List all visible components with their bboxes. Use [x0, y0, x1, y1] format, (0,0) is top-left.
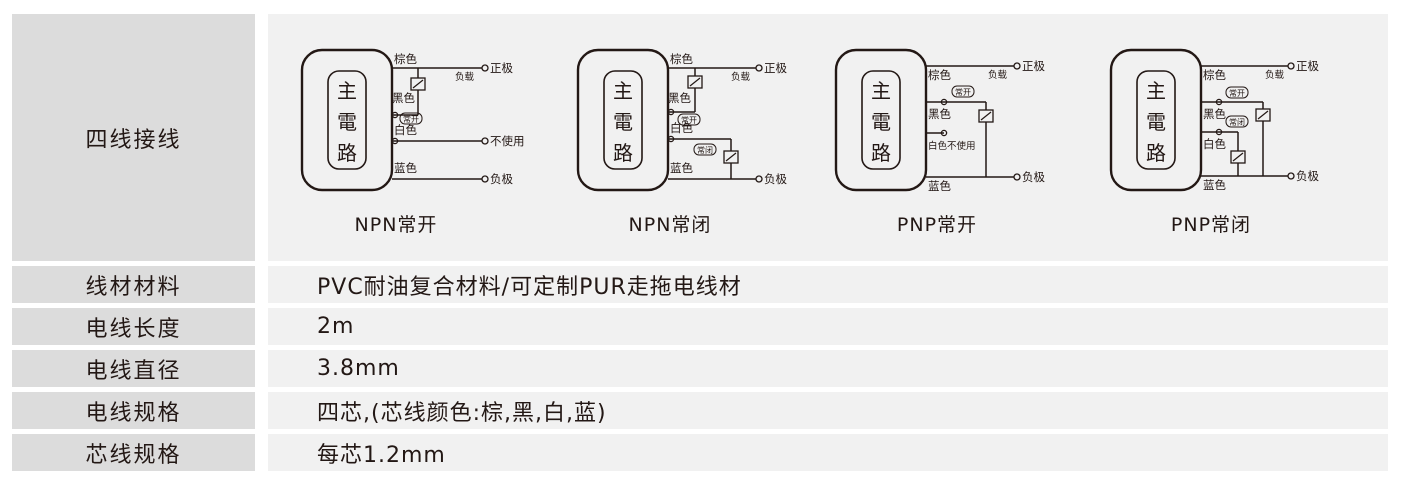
main-circuit-box — [861, 70, 901, 170]
main-circuit-char: 路 — [1146, 141, 1166, 165]
row-value-length: 2m — [268, 308, 1388, 345]
svg-text:负载: 负载 — [731, 71, 751, 83]
diagram-pnp-no: 主 電 路 常开 棕色 黑色 白色不使用 蓝色 负载 正极 负极 PNP常开 — [834, 48, 1045, 236]
main-circuit-char: 電 — [613, 110, 633, 134]
svg-text:棕色: 棕色 — [394, 52, 417, 66]
svg-text:负极: 负极 — [1022, 170, 1045, 184]
row-label-diameter: 电线直径 — [12, 350, 255, 387]
svg-text:常闭: 常闭 — [697, 146, 713, 155]
main-circuit-char: 主 — [337, 79, 357, 103]
sensor-body — [1109, 48, 1203, 192]
main-circuit-box — [603, 70, 643, 170]
diagram-title: PNP常闭 — [1171, 214, 1251, 236]
svg-text:棕色: 棕色 — [928, 68, 951, 82]
svg-text:蓝色: 蓝色 — [928, 179, 951, 193]
svg-text:棕色: 棕色 — [1203, 68, 1226, 82]
main-circuit-char: 主 — [1146, 79, 1166, 103]
svg-text:正极: 正极 — [764, 61, 787, 75]
row-value-diameter: 3.8mm — [268, 350, 1388, 387]
svg-text:蓝色: 蓝色 — [1203, 178, 1226, 192]
main-circuit-char: 主 — [871, 79, 891, 103]
svg-text:常开: 常开 — [681, 116, 697, 125]
row-label-material: 线材材料 — [12, 266, 255, 303]
svg-text:蓝色: 蓝色 — [670, 161, 693, 175]
diagram-title: PNP常开 — [897, 214, 977, 236]
svg-text:白色: 白色 — [670, 121, 693, 135]
main-circuit-char: 電 — [337, 110, 357, 134]
load-symbol — [410, 77, 426, 91]
diagram-npn-no: 主 電 路 常开 棕色 黑色 白色 蓝色 负载 正极 不使用 负极 NPN常开 — [300, 48, 525, 236]
sensor-body — [576, 48, 670, 192]
svg-text:负载: 负载 — [455, 71, 475, 83]
tag-no — [399, 112, 423, 125]
wiring-diagrams: 主 電 路 常开 棕色 黑色 白色 蓝色 负载 正极 不使用 负极 NPN常开 … — [268, 14, 1388, 261]
svg-text:黑色: 黑色 — [928, 107, 951, 121]
svg-text:正极: 正极 — [1022, 59, 1045, 73]
tag-no — [1225, 86, 1249, 99]
svg-text:正极: 正极 — [1296, 59, 1319, 73]
load-symbol — [687, 75, 703, 89]
main-circuit-char: 電 — [1146, 110, 1166, 134]
row-value-material: PVC耐油复合材料/可定制PUR走拖电线材 — [268, 266, 1388, 303]
svg-text:常开: 常开 — [403, 115, 419, 124]
sensor-body — [834, 48, 928, 192]
tag-no — [677, 113, 701, 126]
svg-text:正极: 正极 — [490, 61, 513, 75]
diagram-title: NPN常闭 — [629, 214, 712, 236]
svg-text:白色: 白色 — [394, 123, 417, 137]
main-circuit-char: 路 — [337, 141, 357, 165]
svg-text:黑色: 黑色 — [1203, 107, 1226, 121]
svg-text:白色: 白色 — [1203, 137, 1226, 151]
tag-nc — [1225, 115, 1249, 128]
row-label-spec: 电线规格 — [12, 392, 255, 429]
svg-text:不使用: 不使用 — [490, 134, 525, 148]
svg-text:常闭: 常闭 — [1229, 118, 1245, 127]
main-circuit-box — [1136, 70, 1176, 170]
tag-nc — [693, 143, 717, 156]
main-circuit-char: 路 — [871, 141, 891, 165]
svg-text:白色不使用: 白色不使用 — [928, 140, 976, 152]
row-label-length: 电线长度 — [12, 308, 255, 345]
diagram-npn-nc: 主 電 路 常开 常闭 棕色 黑色 白色 蓝色 负载 正极 负极 NPN常闭 — [576, 48, 787, 236]
svg-text:棕色: 棕色 — [670, 52, 693, 66]
svg-text:常开: 常开 — [955, 88, 971, 97]
svg-text:黑色: 黑色 — [392, 91, 415, 105]
row-value-spec: 四芯,(芯线颜色:棕,黑,白,蓝) — [268, 392, 1388, 429]
tag-no — [951, 85, 975, 98]
svg-text:负载: 负载 — [988, 69, 1008, 81]
main-circuit-char: 路 — [613, 141, 633, 165]
row-value-core-spec: 每芯1.2mm — [268, 434, 1388, 471]
svg-text:负极: 负极 — [764, 172, 787, 186]
main-circuit-box — [327, 70, 367, 170]
row-label-wiring: 四线接线 — [12, 14, 255, 261]
sensor-body — [300, 48, 394, 192]
main-circuit-char: 主 — [613, 79, 633, 103]
svg-text:黑色: 黑色 — [668, 91, 691, 105]
svg-text:负极: 负极 — [490, 172, 513, 186]
row-label-core-spec: 芯线规格 — [12, 434, 255, 471]
diagram-pnp-nc: 主 電 路 常开 常闭 棕色 黑色 白色 蓝色 负载 正极 负极 PNP常闭 — [1109, 48, 1319, 236]
svg-text:蓝色: 蓝色 — [394, 161, 417, 175]
svg-text:负极: 负极 — [1296, 169, 1319, 183]
svg-text:常开: 常开 — [1229, 89, 1245, 98]
diagram-title: NPN常开 — [355, 214, 438, 236]
main-circuit-char: 電 — [871, 110, 891, 134]
svg-text:负载: 负载 — [1265, 69, 1285, 81]
